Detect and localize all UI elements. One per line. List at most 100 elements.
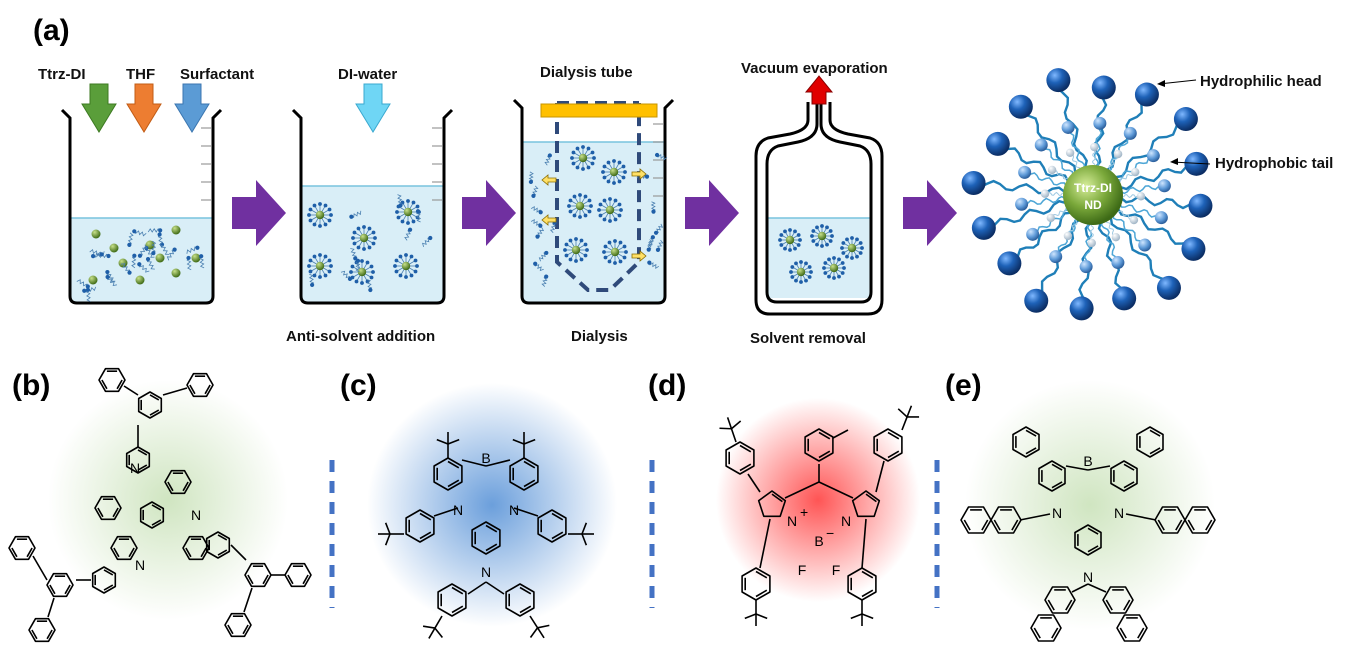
- micelle-head: [810, 234, 814, 238]
- double-bond: [519, 605, 532, 614]
- micelle-head: [586, 165, 591, 170]
- micelle-head: [308, 218, 313, 223]
- micelle-head: [597, 208, 601, 212]
- micelle-head: [602, 175, 607, 180]
- surfactant-tail: [537, 227, 545, 238]
- surfactant-head: [644, 174, 650, 179]
- micelle-head: [571, 150, 576, 155]
- inner-head: [1040, 189, 1050, 198]
- surfactant-tail: [145, 248, 155, 258]
- ring: [205, 531, 231, 559]
- surfactant-tail: [151, 240, 157, 254]
- surfactant-tail: [415, 210, 422, 223]
- hydrophilic-head: [1024, 288, 1049, 313]
- micelle-head: [578, 193, 582, 197]
- process-arrow-2: [462, 180, 516, 246]
- double-bond: [1123, 481, 1135, 489]
- ring: [125, 446, 151, 474]
- ring: [46, 572, 74, 598]
- hydrophilic-head-small: [1093, 116, 1107, 130]
- micelle-core: [847, 243, 857, 253]
- beaker-3: [512, 98, 675, 305]
- surfactant-head: [90, 253, 96, 259]
- micelle-head: [581, 167, 585, 171]
- micelle-head: [807, 275, 812, 279]
- surfactant-tail: [541, 276, 548, 287]
- double-bond: [865, 493, 877, 503]
- double-bond: [755, 589, 768, 598]
- micelle-head: [371, 241, 376, 246]
- micelle-head: [825, 225, 829, 230]
- micelle-head: [329, 264, 333, 268]
- micelle-head: [840, 271, 845, 275]
- bond: [755, 613, 768, 620]
- hydrophobic-tail: [1083, 222, 1093, 268]
- inner-head: [1129, 215, 1139, 225]
- hydrophilic-head: [1008, 94, 1033, 119]
- micelle-head: [570, 156, 574, 160]
- ring: [804, 428, 834, 462]
- ttrz-molecule: [171, 268, 181, 278]
- hydrophilic-head: [1184, 151, 1209, 176]
- hydrophilic-head: [1112, 286, 1137, 311]
- surfactant-head: [544, 250, 549, 256]
- bond: [1071, 583, 1089, 593]
- label-surfactant: Surfactant: [180, 66, 254, 83]
- micelle-head: [590, 161, 595, 166]
- inner-head: [1063, 231, 1073, 241]
- micelle-head: [827, 257, 831, 262]
- exchange-arrows: [541, 168, 647, 262]
- double-bond: [485, 524, 498, 533]
- micelle-head: [807, 265, 812, 269]
- hydrophobic-tail: [972, 179, 1067, 195]
- surfactant-tail: [76, 279, 89, 287]
- double-bond: [1205, 519, 1213, 531]
- double-bond: [887, 450, 900, 459]
- hydrophilic-head: [971, 215, 996, 240]
- surfactant-head: [85, 284, 90, 289]
- atom-n: N: [453, 502, 463, 518]
- micelle-core: [817, 231, 827, 241]
- input-arrow-ttrz: [81, 83, 117, 133]
- bond: [461, 459, 487, 467]
- micelle-head: [583, 213, 588, 218]
- panel-label-e: (e): [945, 369, 982, 402]
- double-bond: [149, 409, 160, 416]
- bond: [523, 438, 536, 445]
- label-thf: THF: [126, 66, 155, 83]
- process-arrow-1: [232, 180, 286, 246]
- double-bond: [1087, 527, 1099, 535]
- atom-n: N: [481, 564, 491, 580]
- double-bond: [31, 629, 38, 640]
- beaker-1: [60, 108, 223, 305]
- bond: [230, 544, 247, 561]
- vacuum-arrow: [804, 75, 834, 105]
- ring: [873, 428, 903, 462]
- bond: [818, 481, 854, 499]
- double-bond: [1051, 627, 1059, 639]
- double-bond: [26, 547, 33, 558]
- double-bond: [771, 493, 783, 503]
- surfactant-head: [655, 247, 661, 252]
- micelle-head: [624, 250, 628, 254]
- ring: [110, 535, 138, 561]
- micelle-head: [809, 270, 813, 274]
- bond: [243, 587, 253, 613]
- micelle-head: [369, 264, 374, 269]
- atom-b: B: [1083, 453, 1092, 469]
- micelle-head: [804, 261, 808, 266]
- separators: [329, 460, 940, 608]
- beaker-2: [291, 108, 454, 305]
- micelle-head: [312, 273, 317, 278]
- double-bond: [97, 507, 104, 518]
- surfactant-tail: [656, 153, 668, 161]
- surfactant-tails: [972, 79, 1202, 310]
- micelle-head: [796, 243, 801, 247]
- micelle-head: [613, 239, 617, 243]
- micelle-head: [606, 179, 611, 184]
- micelle-core: [796, 267, 806, 277]
- micelle-head: [621, 175, 626, 180]
- double-bond: [739, 463, 752, 472]
- bond: [384, 533, 391, 546]
- micelle-head: [823, 271, 828, 275]
